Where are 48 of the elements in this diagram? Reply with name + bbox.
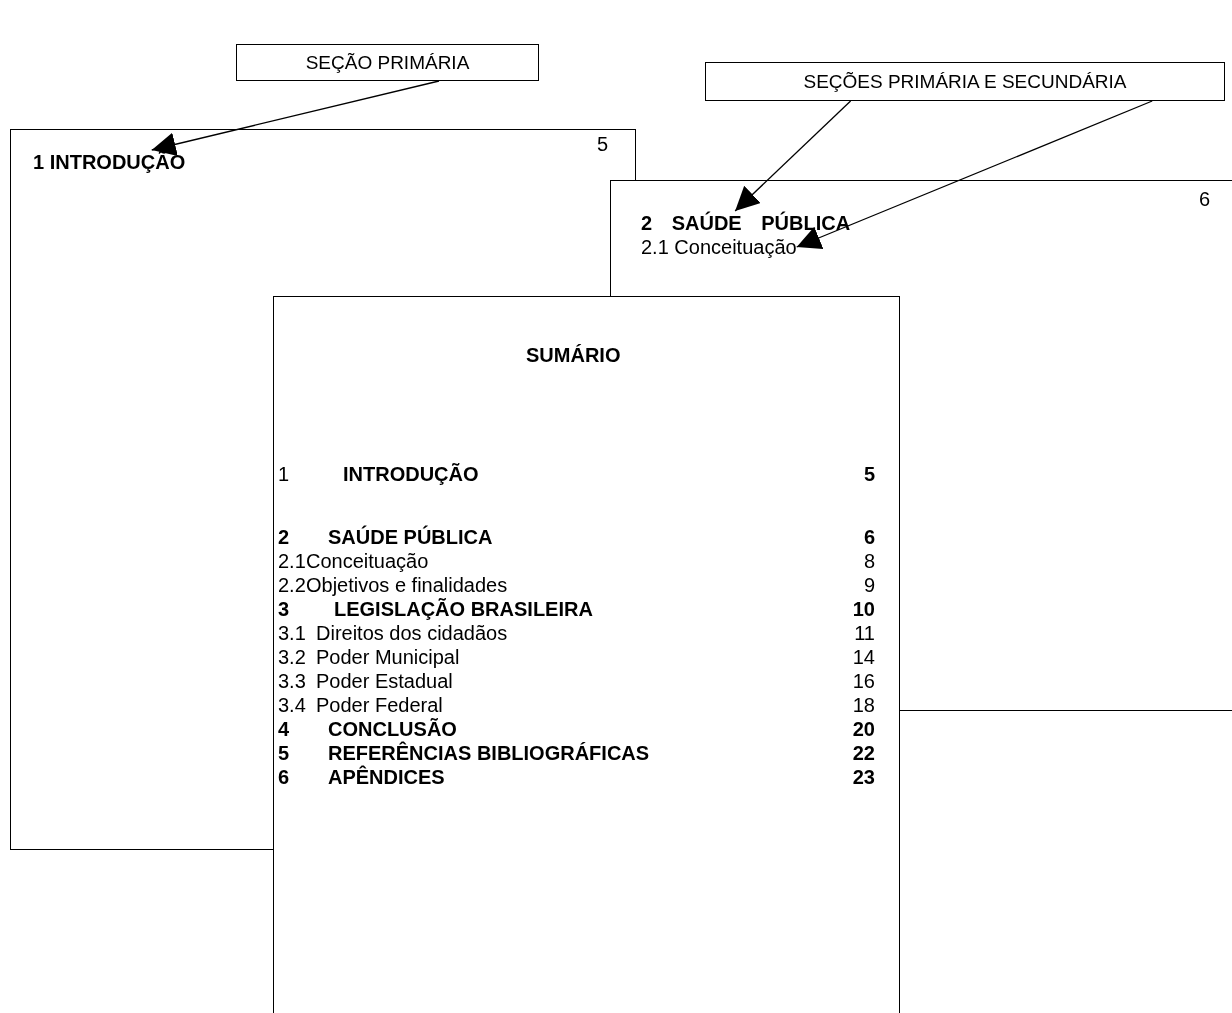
toc-entry-title: CONCLUSÃO xyxy=(328,717,457,741)
page-number: 6 xyxy=(1199,187,1211,211)
toc-entry-title: INTRODUÇÃO xyxy=(343,462,479,486)
callout-box: SEÇÃO PRIMÁRIA xyxy=(236,44,539,81)
callout-box: SEÇÕES PRIMÁRIA E SECUNDÁRIA xyxy=(705,62,1225,101)
page-number: 16 xyxy=(852,669,875,693)
subsection-heading: 2.1 Conceituação xyxy=(641,235,797,259)
toc-entry-title: REFERÊNCIAS BIBLIOGRÁFICAS xyxy=(328,741,650,765)
page-sheet xyxy=(273,296,900,1013)
section-number: 3.4 xyxy=(278,693,306,717)
page-number: 5 xyxy=(597,132,609,156)
section-number: 3 xyxy=(278,597,290,621)
section-number: 2 xyxy=(278,525,290,549)
section-number: 1 xyxy=(278,462,290,486)
page-number: 14 xyxy=(852,645,875,669)
toc-entry-title: Conceituação xyxy=(306,549,429,573)
toc-entry-title: Direitos dos cidadãos xyxy=(316,621,508,645)
page-number: 9 xyxy=(863,573,875,597)
section-number: 3.3 xyxy=(278,669,306,693)
page-number: 6 xyxy=(863,525,875,549)
toc-entry-title: SAÚDE PÚBLICA xyxy=(328,525,493,549)
page-number: 22 xyxy=(852,741,875,765)
page-number: 23 xyxy=(852,765,875,789)
section-heading: 1 INTRODUÇÃO xyxy=(33,150,186,174)
toc-entry-title: Poder Estadual xyxy=(316,669,453,693)
page-number: 11 xyxy=(854,621,875,645)
arrow xyxy=(151,80,440,157)
toc-entry-title: Poder Municipal xyxy=(316,645,460,669)
page-title: SUMÁRIO xyxy=(526,343,621,367)
arrow xyxy=(796,100,1153,249)
page-number: 10 xyxy=(852,597,875,621)
section-number: 6 xyxy=(278,765,290,789)
page-number: 18 xyxy=(852,693,875,717)
arrow xyxy=(734,100,852,212)
section-number: 5 xyxy=(278,741,290,765)
section-number: 2.1 xyxy=(278,549,306,573)
section-number: 4 xyxy=(278,717,290,741)
section-number: 3.2 xyxy=(278,645,306,669)
toc-entry-title: Poder Federal xyxy=(316,693,443,717)
toc-entry-title: LEGISLAÇÃO BRASILEIRA xyxy=(334,597,593,621)
page-number: 8 xyxy=(863,549,875,573)
section-heading: 2 SAÚDE PÚBLICA xyxy=(641,211,851,235)
page-number: 20 xyxy=(852,717,875,741)
toc-entry-title: APÊNDICES xyxy=(328,765,445,789)
toc-entry-title: Objetivos e finalidades xyxy=(306,573,508,597)
page-number: 5 xyxy=(863,462,875,486)
section-number: 3.1 xyxy=(278,621,306,645)
section-number: 2.2 xyxy=(278,573,306,597)
